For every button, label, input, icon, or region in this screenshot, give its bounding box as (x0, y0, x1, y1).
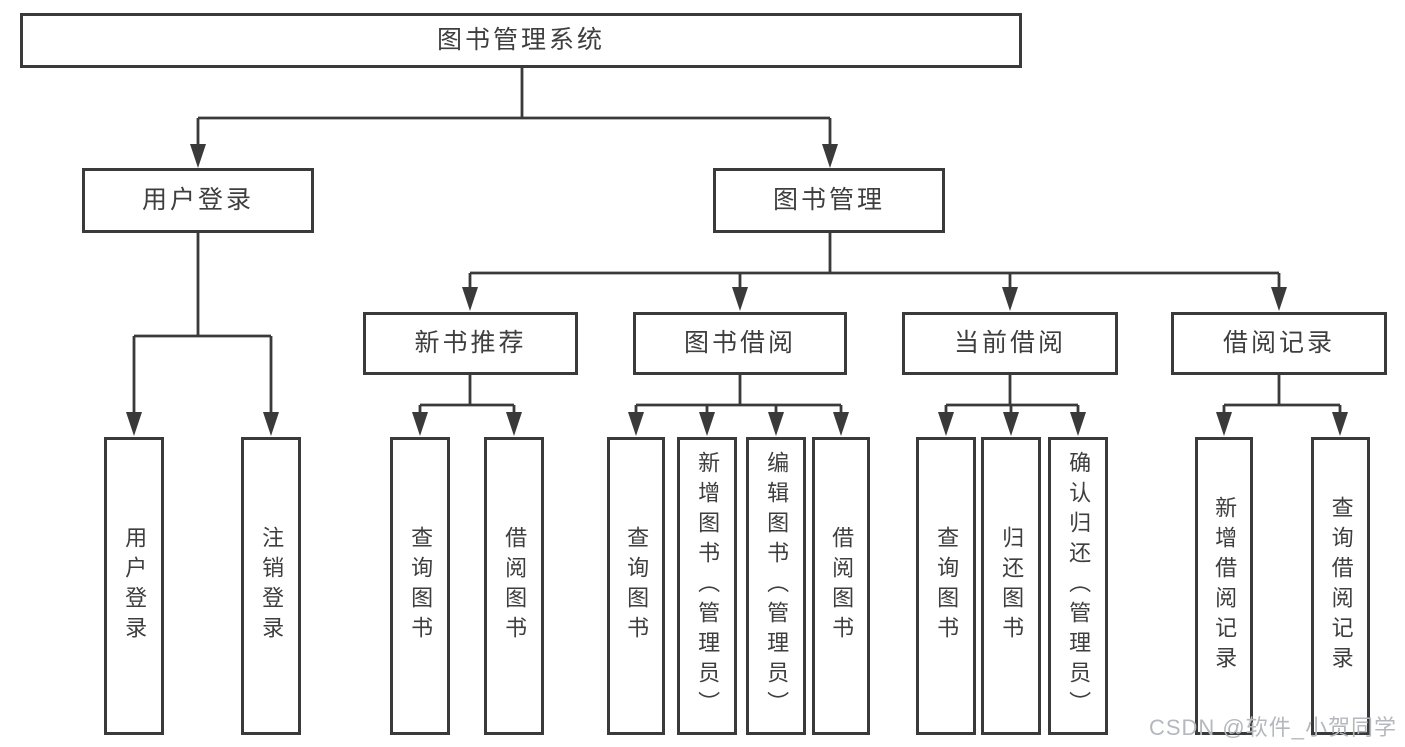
leaf-query-books-current: 查询图书 (916, 437, 976, 735)
leaf-return-books-label: 归还图书 (999, 526, 1025, 646)
leaf-borrow-books-recommend: 借阅图书 (484, 437, 544, 735)
root-node-label: 图书管理系统 (436, 26, 605, 54)
node-book-management: 图书管理 (713, 168, 945, 233)
leaf-query-borrow-record: 查询借阅记录 (1311, 437, 1370, 735)
node-new-book-recommendation: 新书推荐 (363, 312, 578, 375)
node-borrowing-records: 借阅记录 (1171, 312, 1387, 375)
leaf-add-borrow-record-label: 新增借阅记录 (1212, 496, 1238, 676)
node-new-book-recommendation-label: 新书推荐 (414, 329, 527, 357)
leaf-query-books-recommend: 查询图书 (390, 437, 450, 735)
leaf-add-borrow-record: 新增借阅记录 (1195, 437, 1253, 735)
node-book-borrowing-label: 图书借阅 (683, 329, 796, 357)
leaf-add-books-admin: 新增图书（管理员） (677, 437, 737, 735)
leaf-borrow-books-borrowing-label: 借阅图书 (829, 526, 855, 646)
leaf-confirm-return-admin: 确认归还（管理员） (1048, 437, 1108, 735)
watermark: CSDN @软件_小贺同学 (1148, 715, 1397, 740)
leaf-return-books: 归还图书 (981, 437, 1041, 735)
node-user-login: 用户登录 (82, 168, 314, 233)
leaf-borrow-books-borrowing: 借阅图书 (812, 437, 870, 735)
leaf-borrow-books-recommend-label: 借阅图书 (502, 526, 528, 646)
leaf-edit-books-admin-label: 编辑图书（管理员） (764, 451, 790, 721)
node-current-borrowing-label: 当前借阅 (953, 329, 1066, 357)
leaf-query-books-borrowing-label: 查询图书 (624, 526, 650, 646)
node-book-management-label: 图书管理 (772, 186, 885, 214)
root-node: 图书管理系统 (20, 13, 1022, 68)
leaf-query-books-current-label: 查询图书 (934, 526, 960, 646)
leaf-query-books-recommend-label: 查询图书 (408, 526, 434, 646)
node-book-borrowing: 图书借阅 (633, 312, 847, 375)
leaf-logout-label: 注销登录 (259, 526, 285, 646)
leaf-user-login: 用户登录 (104, 437, 164, 735)
leaf-edit-books-admin: 编辑图书（管理员） (746, 437, 806, 735)
node-borrowing-records-label: 借阅记录 (1222, 329, 1335, 357)
leaf-query-books-borrowing: 查询图书 (607, 437, 665, 735)
leaf-add-books-admin-label: 新增图书（管理员） (695, 451, 721, 721)
node-user-login-label: 用户登录 (141, 186, 254, 214)
leaf-query-borrow-record-label: 查询借阅记录 (1328, 496, 1354, 676)
node-current-borrowing: 当前借阅 (902, 312, 1118, 375)
leaf-user-login-label: 用户登录 (122, 526, 148, 646)
leaf-confirm-return-admin-label: 确认归还（管理员） (1066, 451, 1092, 721)
leaf-logout: 注销登录 (241, 437, 301, 735)
